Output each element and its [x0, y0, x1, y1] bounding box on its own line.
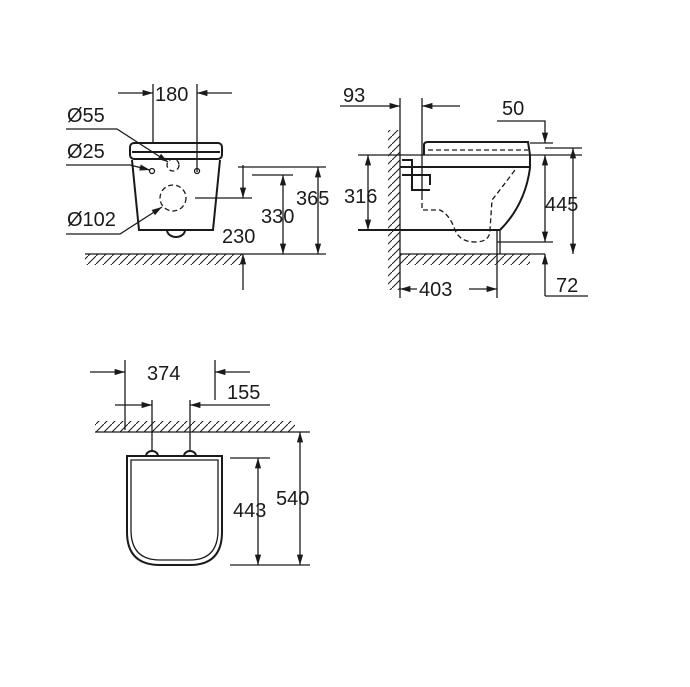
hole-102: [159, 184, 187, 212]
bowl-outline: [499, 155, 531, 231]
dim-230: 230: [222, 226, 255, 248]
seat-side: [423, 141, 531, 156]
dim-dia25: Ø25: [67, 141, 105, 163]
dim-50: 50: [502, 98, 524, 120]
hole-55: [166, 158, 180, 172]
dim-403: 403: [419, 279, 452, 301]
side-view: 93 50 316 445 72 403: [340, 85, 588, 301]
front-view: 180 Ø55 Ø25 Ø102 230 330 365: [66, 84, 329, 290]
tank-lid: [129, 142, 223, 160]
top-view: 374 155 443 540: [90, 360, 310, 566]
dim-365: 365: [296, 188, 329, 210]
dim-443: 443: [233, 500, 266, 522]
dim-540: 540: [276, 488, 309, 510]
dim-330: 330: [261, 206, 294, 228]
dim-316: 316: [344, 186, 377, 208]
dim-180: 180: [155, 84, 188, 106]
dim-dia55: Ø55: [67, 105, 105, 127]
dim-374: 374: [147, 363, 180, 385]
seat-top: [126, 455, 223, 566]
dim-155: 155: [227, 382, 260, 404]
dim-93: 93: [343, 85, 365, 107]
toilet-front: [131, 159, 221, 231]
dim-72: 72: [556, 275, 578, 297]
dim-dia102: Ø102: [67, 209, 116, 231]
dim-445: 445: [545, 194, 578, 216]
